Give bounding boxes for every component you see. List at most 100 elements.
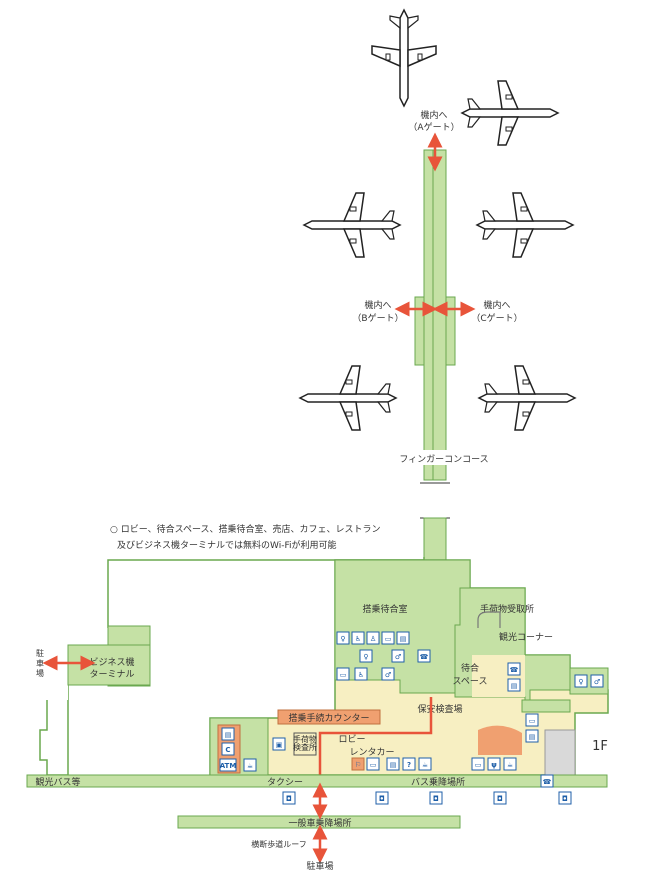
waiting-space-label-1: 待合	[461, 662, 479, 674]
svg-text:▭: ▭	[370, 761, 377, 769]
rental-car-label: レンタカー	[349, 747, 394, 758]
restroom-icon: ♀	[359, 649, 373, 663]
info-icon: C	[221, 742, 235, 756]
svg-text:▤: ▤	[529, 733, 536, 741]
svg-text:⚐: ⚐	[355, 761, 361, 769]
svg-text:▭: ▭	[475, 761, 482, 769]
baggage-check-box	[293, 732, 317, 756]
svg-text:▣: ▣	[276, 741, 283, 749]
svg-text:♿: ♿	[358, 671, 364, 679]
baggage-check-1: 手荷物	[293, 734, 317, 744]
restroom-icon: ♀	[574, 674, 588, 688]
cafe-icon: ☕	[243, 758, 257, 772]
restroom-icon: ♂	[381, 667, 395, 681]
svg-text:☎: ☎	[543, 778, 552, 786]
svg-text:▤: ▤	[511, 682, 518, 690]
airplane-icon	[476, 192, 574, 258]
gate-a-label-1: 機内へ	[420, 109, 447, 121]
svg-text:▤: ▤	[225, 731, 232, 739]
baggage-carousel	[477, 611, 501, 628]
airplane-icon	[303, 192, 401, 258]
svg-text:◘: ◘	[497, 795, 503, 803]
parking-left-1: 駐	[36, 648, 44, 658]
gate-b-label-1: 機内へ	[364, 299, 391, 311]
security-label: 保安検査場	[417, 703, 462, 715]
svg-text:♀: ♀	[340, 635, 345, 643]
wifi-note-line1: ○ ロビー、待合スペース、搭乗待合室、売店、カフェ、レストラン	[110, 523, 381, 535]
bus-icon: ◘	[375, 791, 389, 805]
svg-text:◘: ◘	[433, 795, 439, 803]
locker-icon: ▤	[525, 729, 539, 743]
phone-icon: ☎	[540, 774, 554, 788]
restroom-icon: ♀	[336, 631, 350, 645]
checkin-counter-label: 搭乗手続カウンター	[288, 712, 369, 724]
locker-icon: ▭	[471, 757, 485, 771]
svg-text:♂: ♂	[594, 678, 600, 686]
locker-icon: ▭	[525, 713, 539, 727]
gate-b-label-2: （Bゲート）	[352, 312, 403, 324]
svg-text:▭: ▭	[529, 717, 536, 725]
boarding-lounge-label: 搭乗待合室	[362, 603, 407, 615]
phone-icon: ☎	[417, 649, 431, 663]
general-dropoff-label: 一般車乗降場所	[288, 817, 351, 829]
gate-a-label-2: （Aゲート）	[408, 121, 459, 133]
parking-left-2: 車	[36, 658, 44, 668]
svg-text:?: ?	[407, 761, 411, 769]
restroom-icon: ♂	[391, 649, 405, 663]
svg-text:◘: ◘	[286, 795, 292, 803]
car-icon: ◘	[558, 791, 572, 805]
locker-icon: ▤	[221, 727, 235, 741]
business-terminal-label-1: ビジネス機	[89, 656, 134, 668]
car-icon: ▭	[366, 757, 380, 771]
svg-text:ATM: ATM	[220, 762, 237, 770]
svg-text:▤: ▤	[400, 635, 407, 643]
taxi-label: タクシー	[267, 777, 303, 788]
gate-c-label-2: （Cゲート）	[471, 312, 522, 324]
airplane-icon	[371, 9, 437, 107]
crosswalk-roof-label: 横断歩道ルーフ	[251, 839, 307, 849]
svg-text:☕: ☕	[422, 761, 428, 769]
locker-icon: ▭	[381, 631, 395, 645]
rental-car-icon: ⚐	[351, 757, 365, 771]
svg-text:▤: ▤	[390, 761, 397, 769]
checkin-counter	[277, 709, 381, 725]
baggage-claim-label: 手荷物受取所	[480, 603, 534, 615]
floor-label: 1F	[592, 739, 608, 754]
bus-icon: ◘	[493, 791, 507, 805]
bus-icon: ◘	[429, 791, 443, 805]
svg-text:☕: ☕	[507, 761, 513, 769]
taxi-icon: ◘	[282, 791, 296, 805]
bus-stop-label: バス乗降場所	[411, 776, 465, 788]
wifi-note-line2: 及びビジネス機ターミナルでは無料のWi-Fiが利用可能	[117, 539, 336, 551]
gate-c-label-1: 機内へ	[483, 299, 510, 311]
svg-text:♀: ♀	[578, 678, 583, 686]
restroom-icon: ♂	[590, 674, 604, 688]
locker-icon: ▤	[386, 757, 400, 771]
locker-icon: ▤	[507, 678, 521, 692]
svg-text:♂: ♂	[395, 653, 401, 661]
svg-text:▭: ▭	[340, 671, 347, 679]
locker-icon: ▤	[396, 631, 410, 645]
accessible-icon: ♿	[354, 667, 368, 681]
finger-concourse	[423, 149, 447, 481]
svg-text:▭: ▭	[385, 635, 392, 643]
concourse-label: フィンガーコンコース	[399, 454, 488, 465]
svg-text:☎: ☎	[420, 653, 429, 661]
svg-text:◘: ◘	[562, 795, 568, 803]
info-icon: ▣	[272, 737, 286, 751]
lobby-label: ロビー	[338, 734, 365, 745]
cafe-icon: ☕	[503, 757, 517, 771]
road-strip	[26, 774, 608, 788]
accessible-icon: ♿	[351, 631, 365, 645]
baggage-check-2: 検査所	[293, 742, 317, 752]
svg-text:♿: ♿	[355, 635, 361, 643]
airplane-icon	[299, 365, 397, 431]
cafe-icon: ☕	[418, 757, 432, 771]
svg-text:C: C	[225, 746, 230, 754]
svg-text:◘: ◘	[379, 795, 385, 803]
svg-text:♀: ♀	[363, 653, 368, 661]
parking-left-3: 場	[36, 668, 44, 678]
tourist-corner-label: 観光コーナー	[499, 631, 553, 643]
